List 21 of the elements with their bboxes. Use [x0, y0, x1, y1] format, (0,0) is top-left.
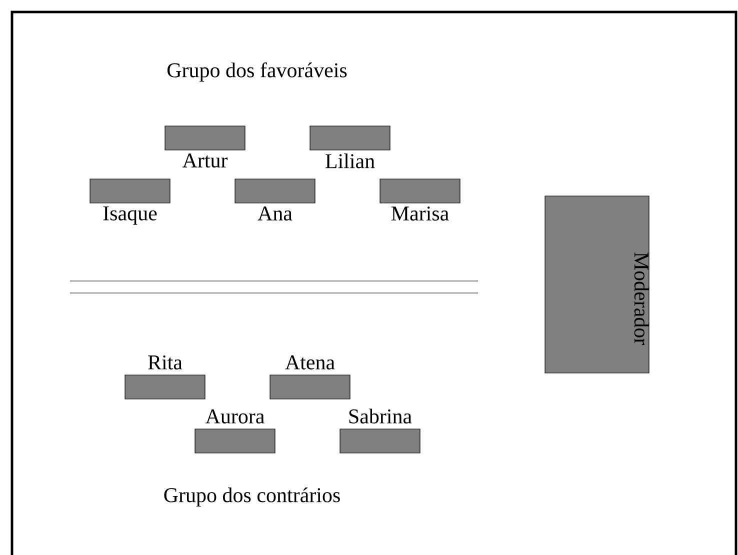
- seat-block: Marisa: [380, 178, 460, 221]
- seat-block: Ana: [234, 178, 316, 221]
- seat-block: Atena: [270, 355, 350, 400]
- node-label: Lilian: [326, 154, 375, 168]
- seat-block: Aurora: [194, 409, 276, 454]
- node-label: Marisa: [391, 206, 449, 221]
- moderator-block: Moderador: [544, 196, 650, 374]
- group-heading: Grupo dos contrários: [164, 487, 340, 507]
- node-label: Atena: [285, 355, 335, 370]
- node-label: Isaque: [103, 206, 157, 225]
- seat-block: Rita: [124, 355, 206, 400]
- node-label: Artur: [182, 153, 228, 168]
- seat-block: Sabrina: [340, 408, 420, 454]
- group-heading: Grupo dos favoráveis: [167, 62, 347, 82]
- seat-block: Lilian: [310, 126, 390, 168]
- seat-block: Artur: [164, 126, 246, 168]
- node-label: Aurora: [205, 409, 264, 424]
- node-label: Ana: [258, 206, 292, 221]
- seat-block: Isaque: [90, 178, 170, 225]
- node-label: Rita: [148, 355, 182, 370]
- node-label: Sabrina: [349, 408, 412, 424]
